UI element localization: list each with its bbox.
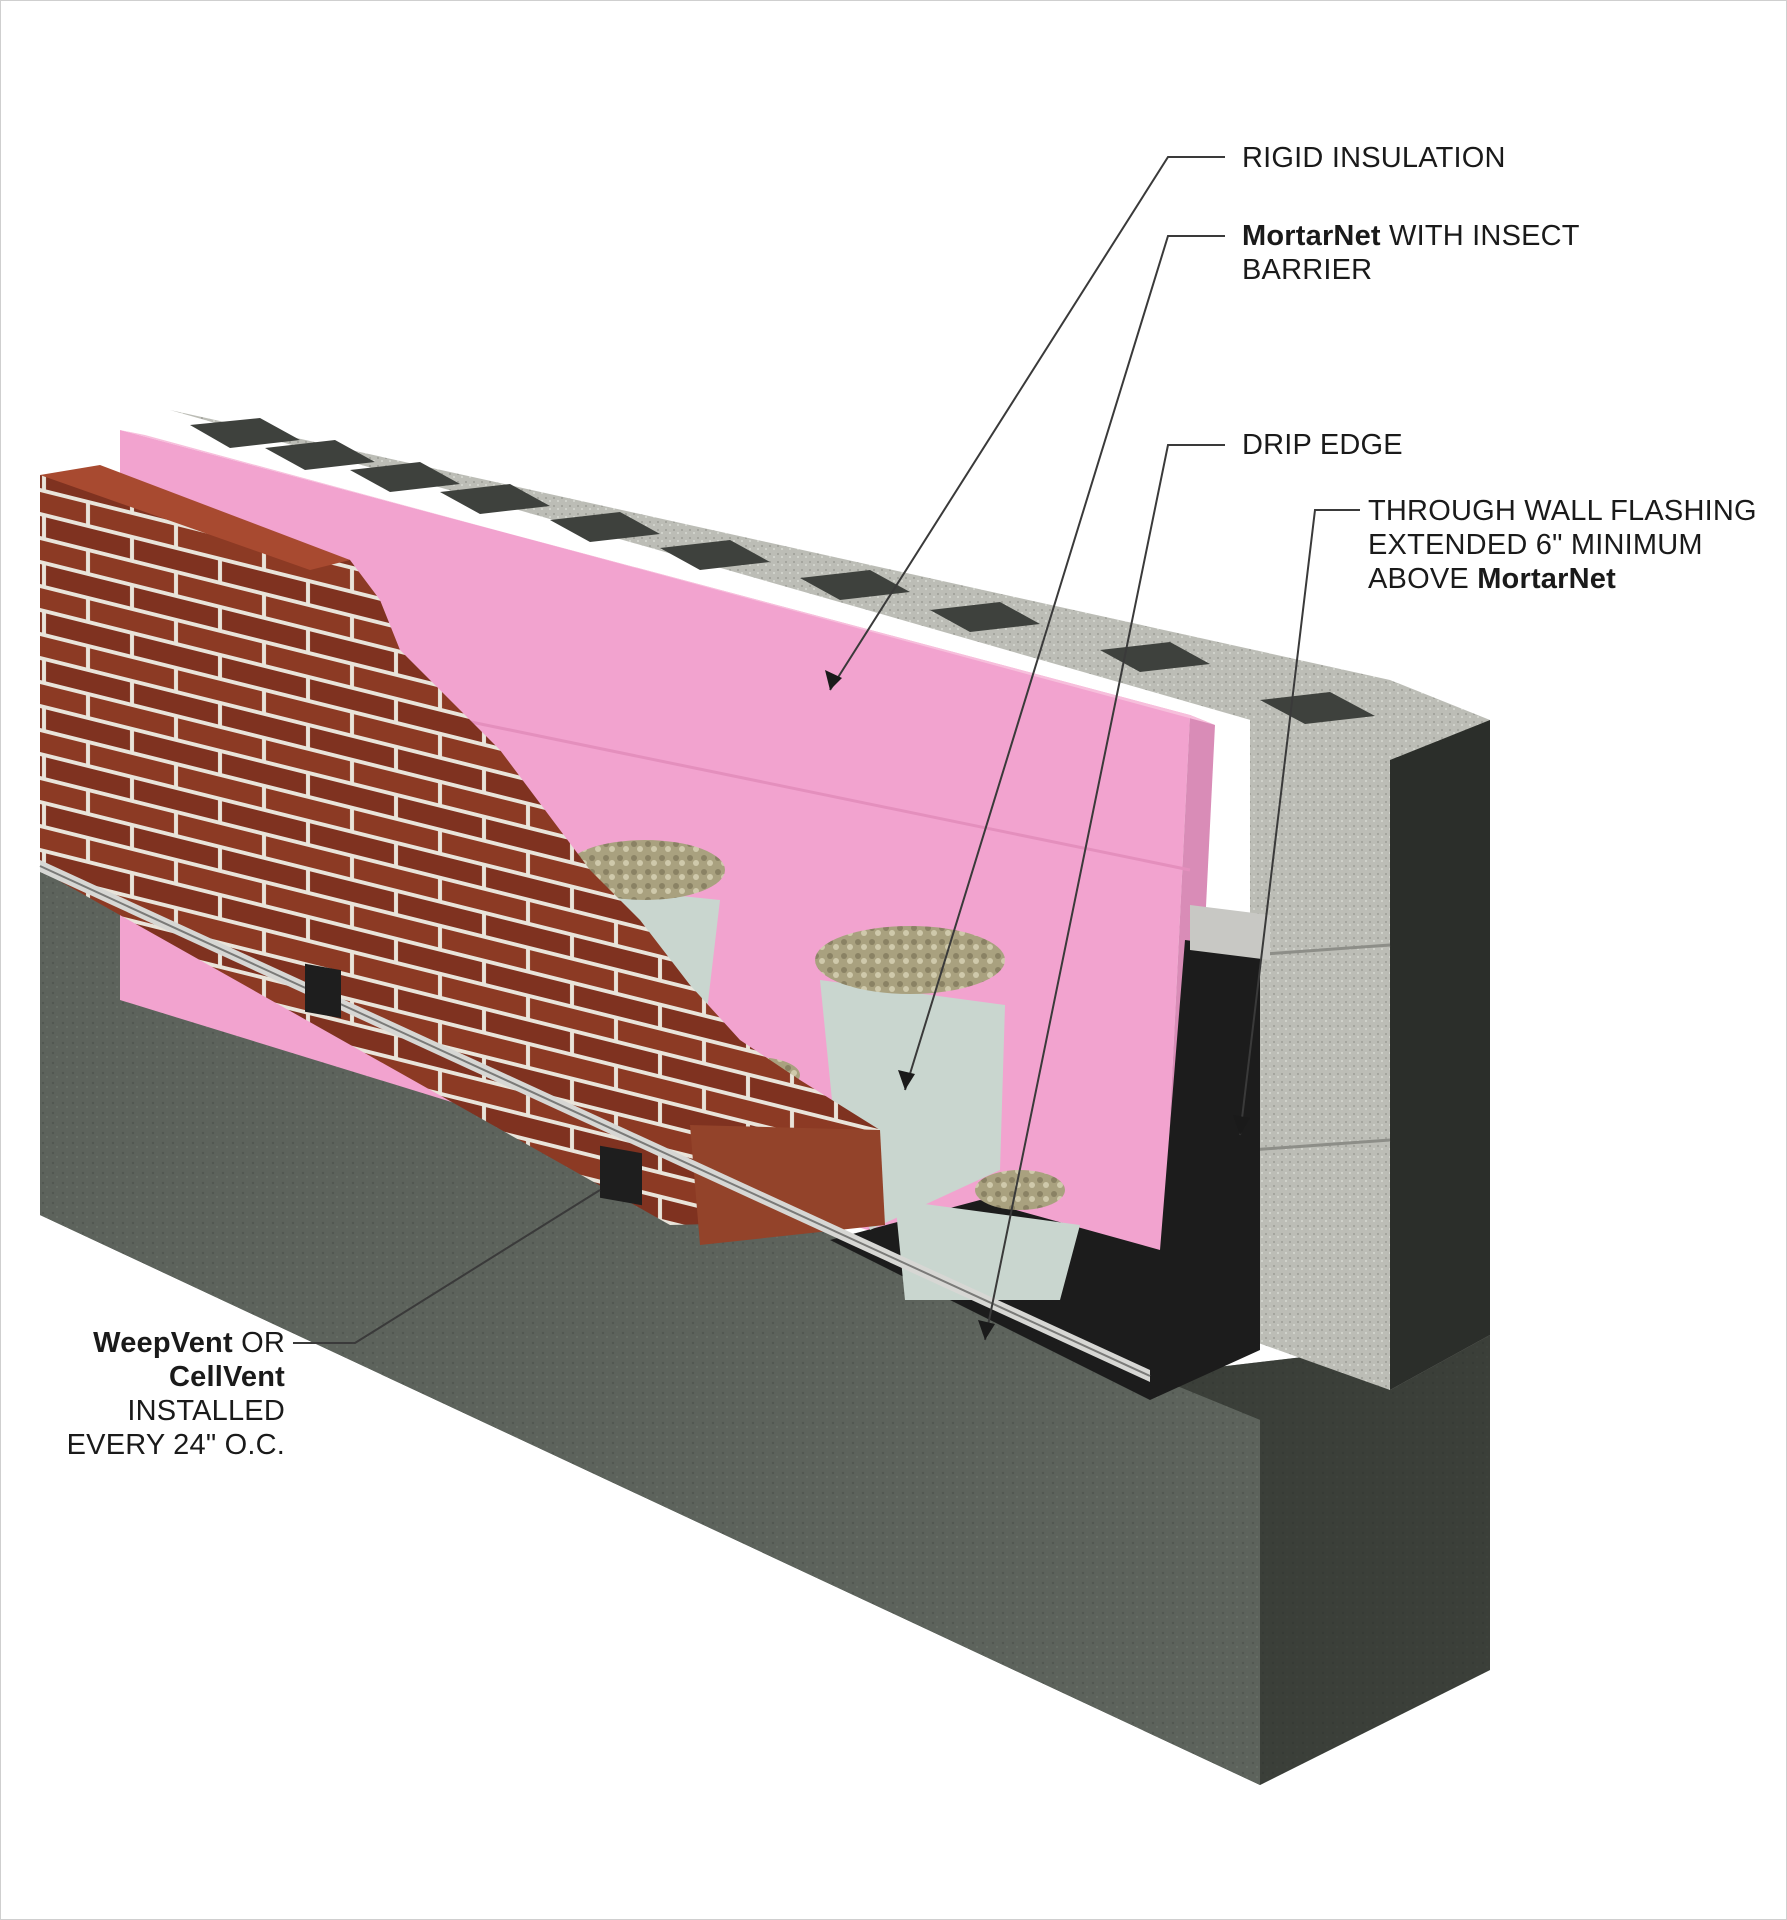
brick-veneer [40, 465, 885, 1245]
spacing-text: EVERY 24" O.C. [66, 1429, 285, 1461]
leader-rigid-insulation [829, 156, 1225, 691]
weepvent-brand-text: WeepVent [93, 1327, 233, 1359]
label-drip-edge: DRIP EDGE [1242, 428, 1403, 462]
installed-text: INSTALLED [127, 1395, 285, 1427]
flashing-line3-prefix-text: ABOVE [1368, 563, 1478, 595]
leader-mortarnet [904, 235, 1225, 1091]
flashing-line3-brand-text: MortarNet [1477, 563, 1616, 595]
leader-drip-edge [984, 444, 1225, 1341]
leader-lines [293, 156, 1360, 1344]
leader-arrowheads [825, 670, 1250, 1340]
flashing-line1-text: THROUGH WALL FLASHING [1368, 495, 1757, 527]
leader-weepvent [293, 1189, 601, 1344]
label-rigid-insulation: RIGID INSULATION [1242, 141, 1506, 175]
mortarnet-line1-text: WITH INSECT [1380, 220, 1580, 252]
weepvent-or-text: OR [232, 1327, 285, 1359]
label-mortarnet: MortarNet WITH INSECT BARRIER [1242, 219, 1580, 287]
flashing-line2-text: EXTENDED 6" MINIMUM [1368, 529, 1703, 561]
rigid-insulation-text: RIGID INSULATION [1242, 142, 1506, 174]
drip-edge-text: DRIP EDGE [1242, 429, 1403, 461]
leader-flashing [1239, 509, 1360, 1136]
cellvent-brand-text: CellVent [168, 1361, 285, 1393]
mortarnet-brand-text: MortarNet [1242, 220, 1381, 252]
concrete-footing [40, 865, 1490, 1785]
cmu-backup-wall [170, 410, 1490, 1390]
mortarnet-line2-text: BARRIER [1242, 254, 1373, 286]
label-through-wall-flashing: THROUGH WALL FLASHING EXTENDED 6" MINIMU… [1368, 494, 1757, 596]
label-weepvent: WeepVent OR CellVent INSTALLED EVERY 24"… [40, 1326, 285, 1462]
weep-vent [305, 963, 642, 1206]
